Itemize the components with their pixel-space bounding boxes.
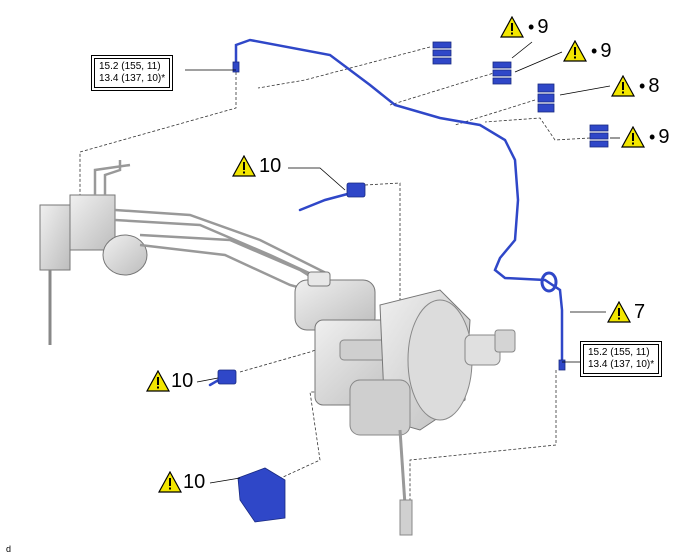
callout-10-lower: 10 (158, 471, 205, 493)
callout-bullet: • (591, 41, 598, 61)
caution-triangle-icon (158, 471, 182, 493)
callout-number: 8 (648, 75, 660, 97)
callout-number: 7 (634, 301, 646, 323)
callout-9-top: • 9 (500, 16, 548, 38)
callout-10-middle: 10 (146, 370, 193, 392)
brake-booster-master-cylinder (294, 271, 516, 536)
caution-triangle-icon (563, 40, 587, 62)
caution-triangle-icon (607, 301, 631, 323)
caution-triangle-icon (611, 75, 635, 97)
caution-triangle-icon (621, 126, 645, 148)
callout-number: 10 (171, 370, 194, 392)
callout-bullet: • (528, 17, 535, 37)
callout-9-right: • 9 (621, 126, 669, 148)
callout-number: 9 (600, 40, 612, 62)
callout-number: 10 (183, 471, 206, 493)
callout-8: • 8 (611, 75, 659, 97)
torque-spec-box-lower: 15.2 (155, 11) 13.4 (137, 10)* (580, 341, 663, 377)
torque-spec-box-upper: 15.2 (155, 11) 13.4 (137, 10)* (91, 55, 174, 91)
torque-spec-line2: 13.4 (137, 10)* (99, 73, 166, 84)
callout-7: 7 (607, 301, 645, 323)
abs-actuator (39, 194, 148, 345)
callout-bullet: • (649, 127, 656, 147)
caution-triangle-icon (500, 16, 524, 38)
callout-bullet: • (639, 76, 646, 96)
leader-lines (79, 46, 591, 500)
torque-spec-line1: 15.2 (155, 11) (99, 61, 161, 72)
caution-triangle-icon (232, 155, 256, 177)
torque-spec-line2: 13.4 (137, 10)* (588, 359, 655, 370)
torque-spec-line1: 15.2 (155, 11) (588, 347, 650, 358)
callout-number: 10 (259, 155, 282, 177)
callout-number: 9 (658, 126, 670, 148)
figure-code: d (6, 544, 12, 554)
callout-pointers (185, 41, 620, 484)
blue-clamps (217, 41, 609, 523)
callout-10-upper: 10 (232, 155, 281, 177)
callout-9-second: • 9 (563, 40, 611, 62)
callout-number: 9 (537, 16, 549, 38)
caution-triangle-icon (146, 370, 170, 392)
